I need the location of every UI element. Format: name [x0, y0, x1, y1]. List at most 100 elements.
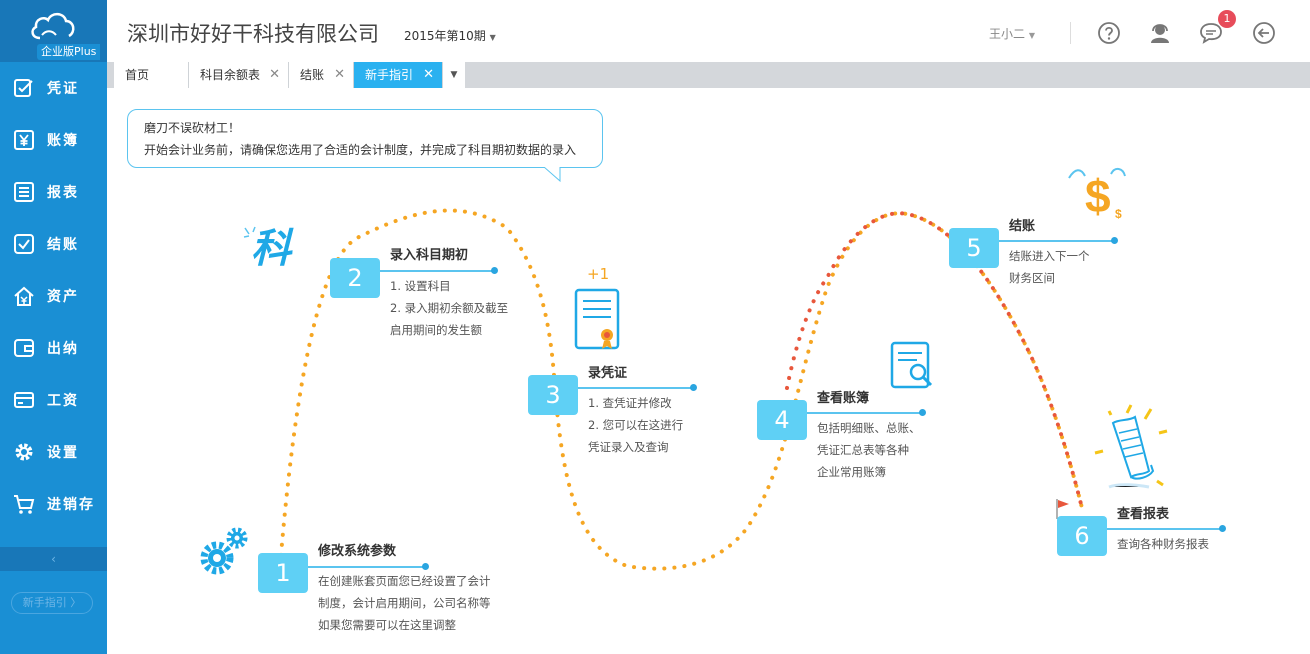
company-name: 深圳市好好干科技有限公司	[127, 22, 379, 46]
app-logo[interactable]: 企业版Plus	[0, 0, 107, 62]
step-6-description: 查询各种财务报表	[1117, 533, 1209, 555]
step-2-title[interactable]: 录入科目期初	[390, 248, 469, 263]
step-3-title[interactable]: 录凭证	[588, 366, 628, 381]
sidebar-collapse-button[interactable]: ‹	[0, 547, 107, 571]
step-desc-line: 查询各种财务报表	[1117, 537, 1209, 551]
sidebar-item-cashier[interactable]: 出纳	[0, 322, 107, 374]
sidebar-item-asset[interactable]: 资产	[0, 270, 107, 322]
bubble-tail	[544, 167, 561, 182]
close-icon[interactable]: ✕	[269, 67, 280, 82]
voucher-document-icon	[574, 288, 620, 350]
step-connector	[308, 566, 424, 568]
report-scroll-icon	[1094, 404, 1168, 489]
step-4-description: 包括明细账、总账、 凭证汇总表等各种 企业常用账簿	[817, 417, 921, 483]
step-desc-line: 2. 您可以在这进行	[588, 418, 684, 432]
progress-path	[279, 208, 1084, 571]
step-connector-dot	[690, 384, 697, 391]
step-6-title[interactable]: 查看报表	[1117, 507, 1170, 522]
sparkle-icon	[243, 226, 256, 238]
sidebar-item-voucher[interactable]: 凭证	[0, 62, 107, 114]
step-5-badge[interactable]: 5	[949, 228, 999, 268]
step-desc-line: 凭证录入及查询	[588, 440, 669, 454]
gears-icon	[200, 527, 248, 575]
tab-label: 结账	[300, 68, 325, 82]
sidebar-item-label: 出纳	[47, 341, 79, 357]
close-icon[interactable]: ✕	[423, 67, 434, 82]
step-6-badge[interactable]: 6	[1057, 516, 1107, 556]
step-connector	[807, 412, 922, 414]
tip-bubble: 磨刀不误砍材工！ 开始会计业务前，请确保您选用了合适的会计制度，并完成了科目期初…	[127, 109, 603, 168]
tab-more-dropdown[interactable]: ▼	[443, 62, 465, 88]
tab-label: 科目余额表	[200, 68, 261, 82]
newbie-guide-button[interactable]: 新手指引 〉	[11, 592, 93, 614]
step-connector-dot	[1111, 237, 1118, 244]
close-icon[interactable]: ✕	[334, 67, 345, 82]
sidebar-item-ledger[interactable]: 账簿	[0, 114, 107, 166]
sidebar: 企业版Plus 凭证 账簿 报表 结账 资产 出纳 工资 设置 进销存 ‹ 新手…	[0, 0, 107, 654]
message-icon[interactable]	[1199, 21, 1223, 45]
sidebar-item-label: 账簿	[47, 133, 79, 149]
caret-down-icon: ▼	[1028, 31, 1035, 40]
dollar-coin-icon: $ $	[1068, 168, 1126, 222]
service-person-icon[interactable]	[1148, 21, 1172, 45]
tab-label: 新手指引	[365, 68, 414, 82]
sidebar-item-label: 设置	[47, 445, 79, 461]
step-connector-dot	[919, 409, 926, 416]
step-connector	[578, 387, 693, 389]
sidebar-item-label: 资产	[47, 289, 79, 305]
user-name: 王小二	[989, 27, 1026, 41]
period-selector[interactable]: 2015年第10期 ▼	[404, 27, 496, 44]
sidebar-item-report[interactable]: 报表	[0, 166, 107, 218]
step-4-title[interactable]: 查看账簿	[817, 391, 870, 406]
step-desc-line: 企业常用账簿	[817, 465, 886, 479]
user-menu[interactable]: 王小二 ▼	[989, 25, 1035, 42]
step-connector-dot	[1219, 525, 1226, 532]
caret-down-icon: ▼	[489, 33, 496, 42]
logout-icon[interactable]	[1252, 21, 1276, 45]
sidebar-item-checkout[interactable]: 结账	[0, 218, 107, 270]
header-divider	[1070, 22, 1071, 44]
cashier-wallet-icon	[14, 339, 34, 357]
step-connector-dot	[491, 267, 498, 274]
step-desc-line: 如果您需要可以在这里调整	[318, 618, 456, 632]
step-3-description: 1. 查凭证并修改 2. 您可以在这进行 凭证录入及查询	[588, 392, 683, 458]
sidebar-item-label: 进销存	[47, 497, 95, 513]
checkout-check-icon	[14, 234, 34, 254]
edition-badge: 企业版Plus	[37, 44, 101, 60]
step-desc-line: 1. 查凭证并修改	[588, 396, 672, 410]
step-desc-line: 1. 设置科目	[390, 279, 451, 293]
help-icon[interactable]	[1097, 21, 1121, 45]
svg-text:$: $	[1085, 170, 1111, 222]
cloud-logo-icon	[31, 12, 75, 40]
tab-subject-balance[interactable]: 科目余额表 ✕	[189, 62, 289, 88]
asset-house-icon	[14, 286, 34, 306]
step-1-title[interactable]: 修改系统参数	[318, 544, 397, 559]
guide-canvas: 磨刀不误砍材工！ 开始会计业务前，请确保您选用了合适的会计制度，并完成了科目期初…	[107, 88, 1310, 654]
step-5-title[interactable]: 结账	[1009, 219, 1036, 234]
step-connector	[380, 270, 494, 272]
tab-label: 首页	[125, 68, 150, 82]
sidebar-item-label: 结账	[47, 237, 79, 253]
sidebar-item-settings[interactable]: 设置	[0, 426, 107, 478]
sidebar-item-label: 工资	[47, 393, 79, 409]
tab-newbie-guide[interactable]: 新手指引 ✕	[354, 62, 443, 88]
top-header: 深圳市好好干科技有限公司 2015年第10期 ▼ 王小二 ▼ 1	[107, 0, 1310, 62]
step-1-description: 在创建账套页面您已经设置了会计 制度，会计启用期间，公司名称等 如果您需要可以在…	[318, 570, 491, 636]
step-1-badge[interactable]: 1	[258, 553, 308, 593]
plus-one-label: +1	[587, 265, 610, 283]
tab-home[interactable]: 首页	[114, 62, 189, 88]
step-connector	[1107, 528, 1222, 530]
notification-badge: 1	[1218, 10, 1236, 28]
tip-line-1: 磨刀不误砍材工！	[144, 121, 241, 135]
sidebar-item-salary[interactable]: 工资	[0, 374, 107, 426]
step-2-badge[interactable]: 2	[330, 258, 380, 298]
step-connector-dot	[422, 563, 429, 570]
flag-icon	[1056, 499, 1069, 519]
step-4-badge[interactable]: 4	[757, 400, 807, 440]
tab-checkout[interactable]: 结账 ✕	[289, 62, 354, 88]
tip-line-2: 开始会计业务前，请确保您选用了合适的会计制度，并完成了科目期初数据的录入	[144, 143, 577, 157]
step-connector	[999, 240, 1114, 242]
step-3-badge[interactable]: 3	[528, 375, 578, 415]
ledger-search-icon	[890, 341, 933, 389]
sidebar-item-inventory[interactable]: 进销存	[0, 478, 107, 530]
